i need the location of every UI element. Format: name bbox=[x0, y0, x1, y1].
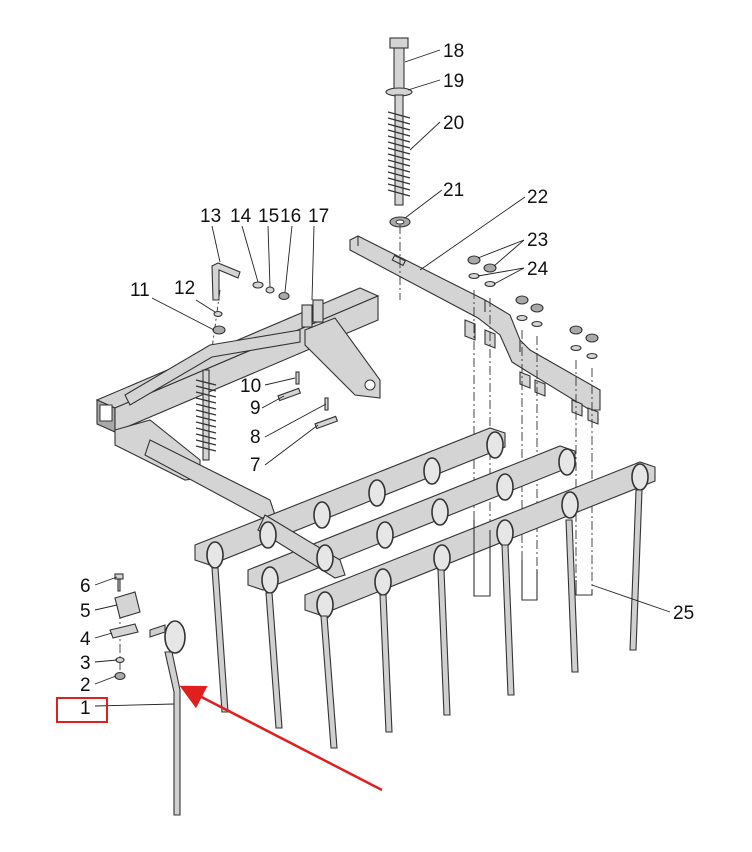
callout-labels: 18 19 20 21 22 23 24 13 14 15 16 17 11 1… bbox=[80, 41, 694, 719]
label-7: 7 bbox=[250, 455, 261, 476]
frame-spring bbox=[195, 369, 217, 461]
clamp-parts bbox=[109, 573, 141, 681]
pins-7-10 bbox=[277, 371, 339, 430]
label-19: 19 bbox=[443, 71, 464, 92]
label-11: 11 bbox=[130, 280, 150, 301]
bolt-13-assembly bbox=[211, 262, 290, 335]
label-25: 25 bbox=[673, 603, 694, 624]
label-1: 1 bbox=[80, 698, 91, 719]
u-bolts bbox=[473, 520, 593, 601]
label-8: 8 bbox=[250, 427, 261, 448]
label-14: 14 bbox=[230, 206, 252, 227]
label-13: 13 bbox=[200, 206, 221, 227]
exploded-tine-part-1 bbox=[149, 620, 186, 816]
label-5: 5 bbox=[80, 601, 91, 622]
leader-lines bbox=[94, 49, 671, 707]
label-20: 20 bbox=[443, 113, 464, 134]
label-18: 18 bbox=[443, 41, 464, 62]
label-3: 3 bbox=[80, 653, 91, 674]
label-4: 4 bbox=[80, 629, 91, 650]
label-2: 2 bbox=[80, 675, 91, 696]
label-6: 6 bbox=[80, 576, 91, 597]
adjuster-rod-assembly bbox=[385, 37, 413, 228]
label-10: 10 bbox=[240, 376, 261, 397]
highlight-box bbox=[56, 697, 108, 723]
highlight-annotation bbox=[56, 685, 383, 792]
label-9: 9 bbox=[250, 398, 261, 419]
label-22: 22 bbox=[527, 187, 548, 208]
main-frame bbox=[95, 287, 381, 519]
label-12: 12 bbox=[174, 278, 195, 299]
label-21: 21 bbox=[443, 180, 464, 201]
tine-coils bbox=[206, 431, 649, 619]
spring-tines bbox=[211, 489, 643, 749]
label-24: 24 bbox=[527, 259, 549, 280]
label-16: 16 bbox=[280, 206, 301, 227]
label-17: 17 bbox=[308, 206, 329, 227]
label-23: 23 bbox=[527, 230, 548, 251]
hanger-bar bbox=[349, 235, 601, 425]
highlight-arrow bbox=[179, 685, 383, 792]
nuts-and-washers bbox=[467, 255, 599, 360]
label-15: 15 bbox=[258, 206, 279, 227]
